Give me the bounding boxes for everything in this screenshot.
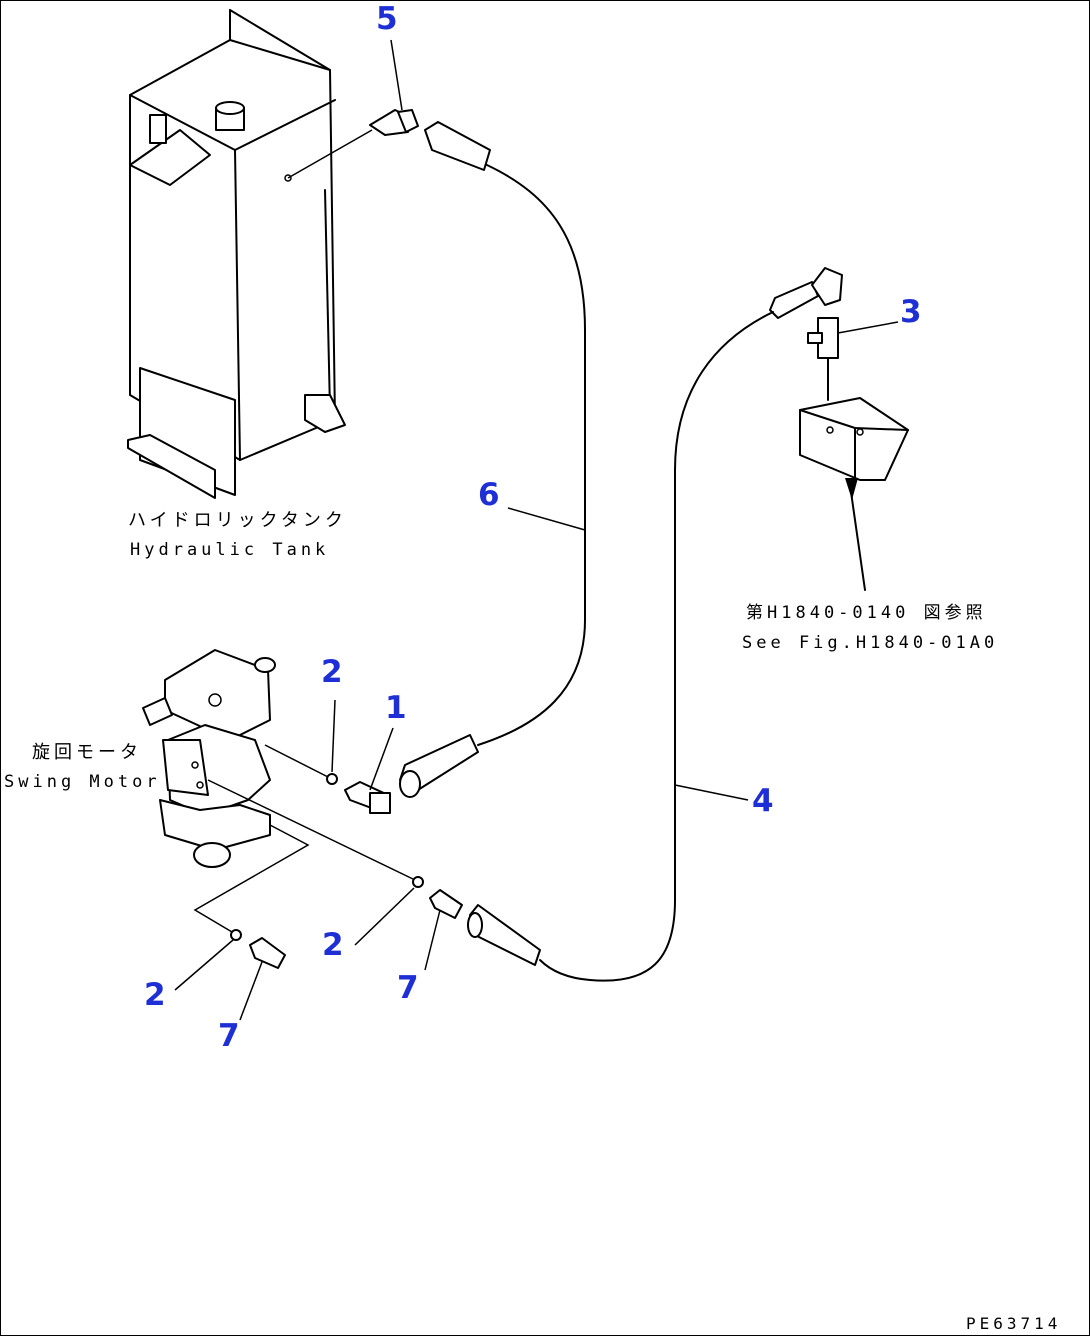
motor-label-jp: 旋回モータ [32,742,142,763]
hose-4 [467,267,843,982]
callout-7-left: 7 [218,1018,240,1054]
valve-block [799,317,909,591]
reference-label-jp: 第H1840-0140 図参照 [746,603,987,623]
reference-label-en: See Fig.H1840-01A0 [742,633,999,653]
callout-4: 4 [752,783,774,819]
hose-6 [287,109,586,798]
motor-label-en: Swing Motor [4,772,161,792]
callout-2-mid: 2 [322,927,344,963]
callout-6: 6 [478,477,500,513]
callout-1: 1 [385,690,407,726]
callout-3: 3 [900,294,922,330]
tank-label-jp: ハイドロリックタンク [128,510,347,531]
document-id: PE63714 [966,1314,1062,1333]
callout-2-bottom: 2 [144,977,166,1013]
tank-label-en: Hydraulic Tank [130,540,330,560]
callout-7-right: 7 [397,970,419,1006]
callout-5: 5 [376,1,398,37]
hydraulic-tank [127,9,346,499]
leader-lines [174,39,899,1021]
callout-2-top: 2 [321,654,343,690]
fittings [193,744,463,969]
swing-motor [142,649,276,868]
